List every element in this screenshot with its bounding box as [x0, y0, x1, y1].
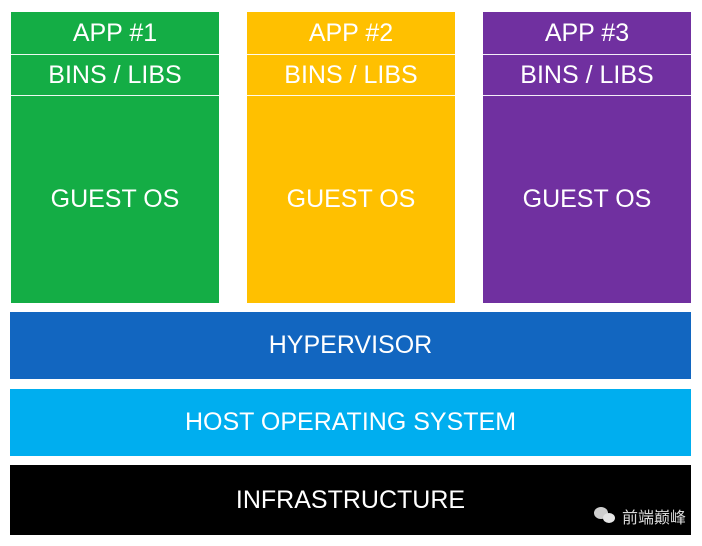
app-3-block: APP #3 [483, 12, 691, 55]
host-operating-system-layer: HOST OPERATING SYSTEM [10, 389, 691, 456]
hypervisor-layer: HYPERVISOR [10, 312, 691, 379]
bins-libs-2-block: BINS / LIBS [247, 55, 455, 96]
guest-os-2-block: GUEST OS [286, 185, 416, 213]
vm-column-2: APP #2 BINS / LIBS GUEST OS [247, 12, 455, 303]
wechat-icon [593, 507, 616, 525]
vm-column-3: APP #3 BINS / LIBS GUEST OS [483, 12, 691, 303]
bins-libs-3-block: BINS / LIBS [483, 55, 691, 96]
watermark-text: 前端巅峰 [621, 508, 686, 527]
guest-os-3-block: GUEST OS [522, 185, 652, 213]
watermark: 前端巅峰 [593, 504, 686, 528]
app-2-block: APP #2 [247, 12, 455, 55]
vm-column-1: APP #1 BINS / LIBS GUEST OS [11, 12, 219, 303]
infrastructure-layer: INFRASTRUCTURE [10, 465, 691, 535]
app-1-block: APP #1 [11, 12, 219, 55]
bins-libs-1-block: BINS / LIBS [11, 55, 219, 96]
guest-os-1-block: GUEST OS [50, 185, 180, 213]
